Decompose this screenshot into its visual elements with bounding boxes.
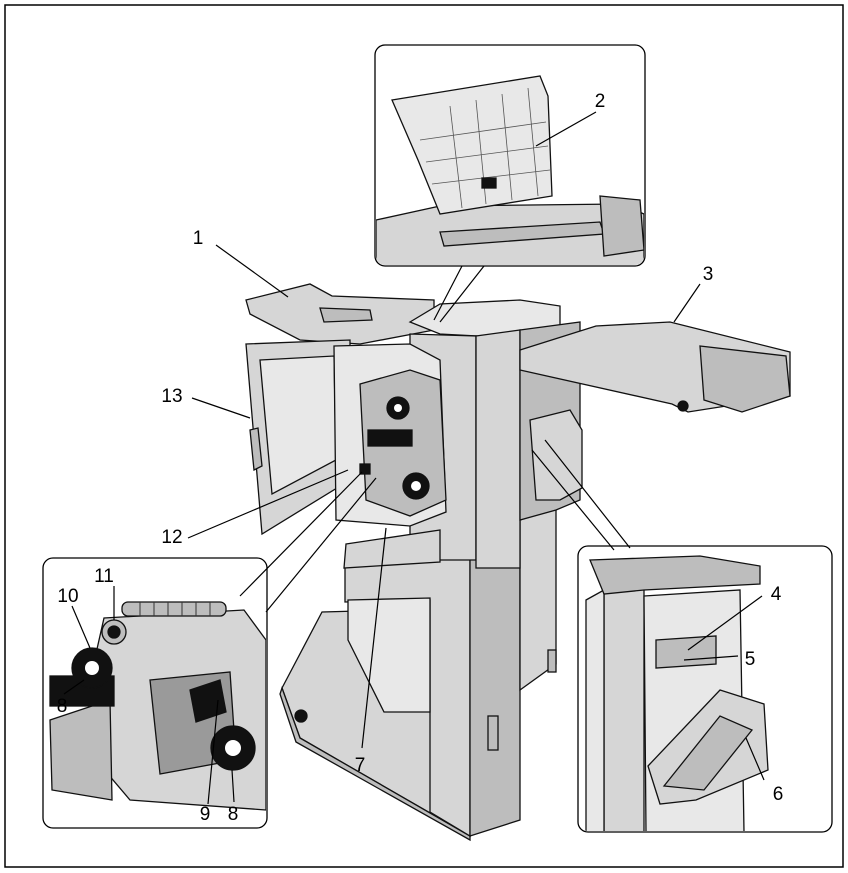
door-handle (249, 427, 263, 472)
right-inset-top (589, 555, 761, 595)
callout-6: 6 (773, 784, 784, 805)
right-inset-guide-shade (662, 715, 754, 791)
top-inset-lever (481, 177, 497, 189)
callout-10: 10 (57, 586, 78, 607)
callout-5: 5 (745, 649, 756, 670)
left-inset-roller (121, 601, 227, 617)
right-door-panel (475, 329, 521, 569)
main-finisher-unit (245, 283, 791, 842)
callout-13: 13 (161, 386, 182, 407)
callout-8a: 8 (57, 696, 68, 717)
callout-9: 9 (200, 804, 211, 825)
leader-8a (63, 679, 85, 695)
right-inset-bracket (655, 635, 717, 669)
inset-knob-lower (210, 725, 256, 771)
pedestal-right (469, 539, 521, 837)
leader-2 (535, 111, 597, 147)
leader-7 (361, 527, 387, 749)
right-inset-pointer-2 (544, 439, 631, 549)
left-inset (42, 557, 268, 829)
leader-1 (215, 244, 289, 298)
side-cover (529, 409, 583, 501)
top-inset-pointer-2 (439, 265, 485, 323)
left-inset-pointer-1 (239, 471, 363, 597)
callout-numbers: 1 2 3 4 5 6 7 8 8 9 10 11 12 13 (57, 91, 784, 825)
leader-10 (71, 605, 91, 649)
inset-knob-small (101, 619, 127, 645)
main-tray-slot (319, 307, 373, 323)
leader-5 (683, 655, 739, 661)
main-knob-upper (386, 396, 410, 420)
right-inset (577, 545, 833, 833)
leader-4 (687, 595, 763, 651)
main-knob-lower (402, 472, 430, 500)
stapler-handle (367, 429, 413, 447)
caster-left (294, 709, 308, 723)
top-inset-pointer-1 (433, 265, 463, 321)
leader-8b (231, 769, 235, 803)
left-inset-pointer-2 (265, 477, 377, 613)
right-inset-pointer-1 (531, 449, 615, 551)
callout-2: 2 (595, 91, 606, 112)
callout-7: 7 (355, 755, 366, 776)
leader-12 (187, 469, 349, 539)
lever-black (359, 463, 371, 475)
top-inset-side (599, 195, 644, 257)
top-inset-cover-open (391, 75, 553, 215)
leader-3 (673, 283, 701, 323)
main-body-top (408, 299, 561, 337)
callout-3: 3 (703, 264, 714, 285)
right-inset-door-edge (585, 588, 605, 831)
inset-knob-upper (71, 647, 113, 689)
leader-13 (191, 397, 251, 419)
leader-9 (207, 699, 219, 805)
exit-tray-extension (699, 345, 791, 413)
leader-6 (745, 737, 765, 781)
callout-8b: 8 (228, 804, 239, 825)
callout-11: 11 (94, 566, 114, 587)
base-foot-front (279, 686, 471, 842)
leg-foot-2 (547, 649, 557, 673)
callout-4: 4 (771, 584, 782, 605)
left-inset-block (49, 699, 113, 801)
tray-roller (677, 400, 689, 412)
lower-tray (343, 529, 441, 569)
callout-12: 12 (161, 527, 182, 548)
leader-lines (63, 111, 765, 805)
top-inset (374, 44, 646, 267)
left-inset-roller-ribs (139, 602, 211, 616)
callout-1: 1 (193, 228, 204, 249)
pedestal-cutout (347, 597, 431, 713)
right-inset-door (603, 577, 645, 831)
leg-foot-1 (487, 715, 499, 751)
